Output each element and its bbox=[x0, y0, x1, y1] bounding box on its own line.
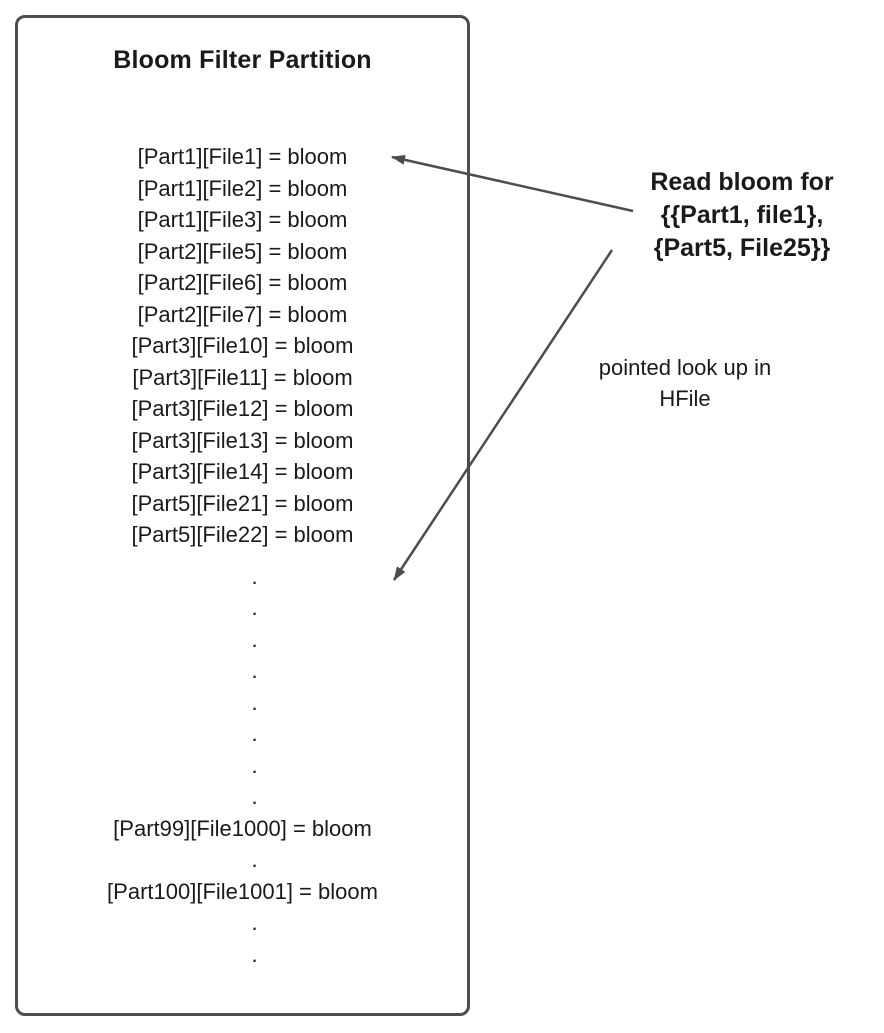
bloom-entry-list: [Part1][File1] = bloom [Part1][File2] = … bbox=[18, 141, 467, 970]
read-bloom-annotation: Read bloom for {{Part1, file1}, {Part5, … bbox=[600, 166, 884, 265]
bloom-entry: [Part2][File5] = bloom bbox=[137, 238, 348, 264]
read-bloom-line: {{Part1, file1}, bbox=[660, 201, 824, 229]
bloom-entry-part100: [Part100][File1001] = bloom bbox=[107, 878, 378, 904]
bloom-entry: [Part1][File2] = bloom bbox=[137, 175, 348, 201]
ellipsis-dot: . bbox=[251, 941, 258, 967]
bloom-entry: [Part3][File12] = bloom bbox=[131, 396, 354, 421]
read-bloom-line: {Part5, File25}} bbox=[653, 234, 831, 262]
ellipsis-dot: . bbox=[251, 563, 258, 589]
pointed-lookup-line: pointed look up in bbox=[598, 355, 772, 380]
bloom-entry: [Part3][File11] = bloom bbox=[132, 364, 353, 390]
bloom-entry: [Part3][File10] = bloom bbox=[131, 333, 354, 358]
ellipsis-dot: . bbox=[251, 595, 258, 620]
ellipsis-dot: . bbox=[251, 721, 258, 746]
ellipsis-dot: . bbox=[251, 752, 258, 778]
bloom-entry: [Part2][File6] = bloom bbox=[137, 270, 348, 295]
bloom-entry-part99: [Part99][File1000] = bloom bbox=[113, 815, 372, 841]
ellipsis-dot: . bbox=[251, 784, 258, 809]
bloom-entry: [Part2][File7] = bloom bbox=[137, 301, 348, 327]
pointed-lookup-annotation: pointed look up in HFile bbox=[560, 352, 810, 414]
bloom-entry: [Part5][File21] = bloom bbox=[131, 490, 354, 516]
pointed-lookup-line: HFile bbox=[659, 386, 711, 411]
bloom-entry: [Part1][File1] = bloom bbox=[137, 144, 348, 169]
bloom-entry: [Part1][File3] = bloom bbox=[137, 207, 348, 232]
ellipsis-dot: . bbox=[251, 658, 258, 683]
ellipsis-dot: . bbox=[251, 910, 258, 935]
ellipsis-dot: . bbox=[251, 847, 258, 872]
bloom-entry: [Part3][File13] = bloom bbox=[131, 427, 354, 453]
bloom-entry: [Part3][File14] = bloom bbox=[131, 459, 354, 484]
bloom-filter-partition-box: Bloom Filter Partition [Part1][File1] = … bbox=[15, 15, 470, 1016]
ellipsis-dot: . bbox=[251, 626, 258, 652]
ellipsis-dots-upper: . . . . . . . . bbox=[18, 561, 467, 813]
read-bloom-line: Read bloom for bbox=[650, 168, 834, 196]
ellipsis-dot: . bbox=[251, 689, 258, 715]
box-title: Bloom Filter Partition bbox=[113, 46, 372, 74]
bloom-entry: [Part5][File22] = bloom bbox=[131, 522, 354, 547]
